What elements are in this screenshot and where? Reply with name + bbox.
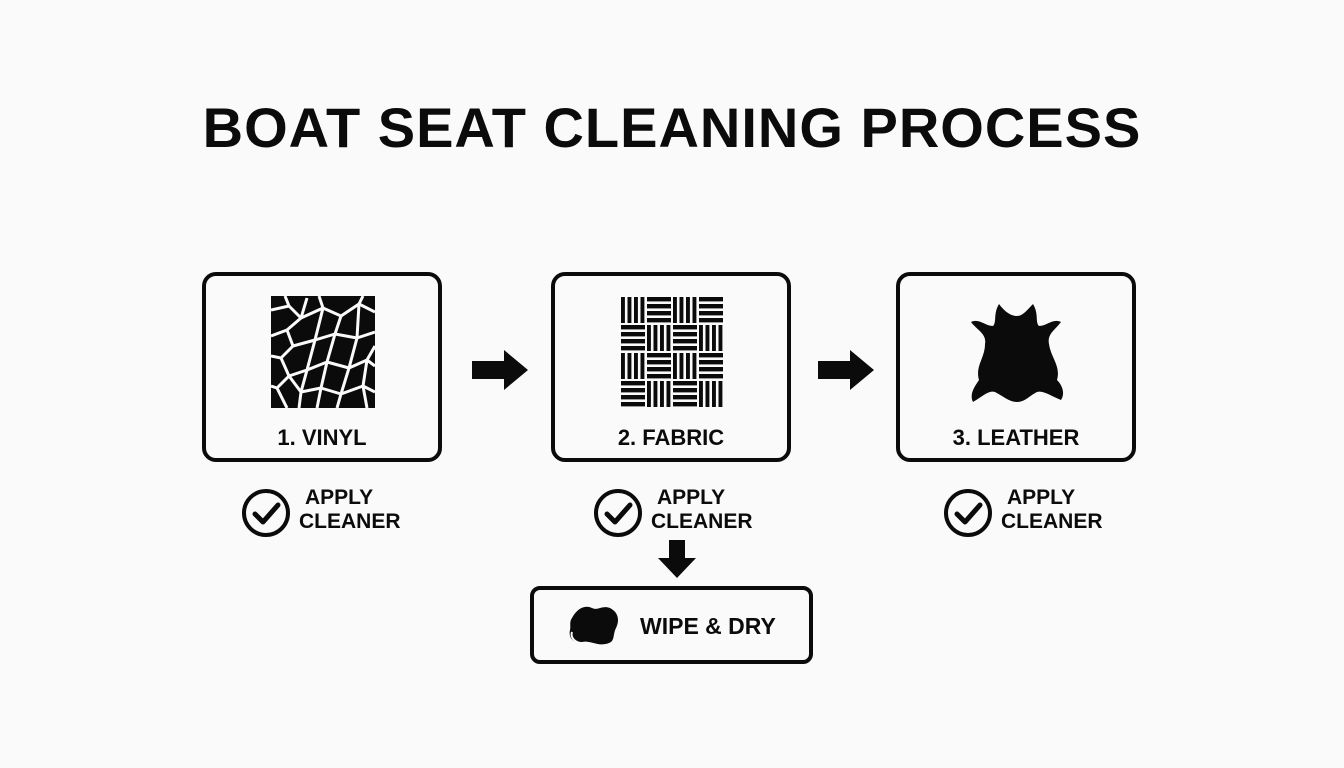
arrow-right-icon (816, 348, 876, 392)
fabric-weave-icon (620, 296, 724, 408)
apply-text-line1: APPLY (657, 486, 726, 509)
arrow-right-icon (470, 348, 530, 392)
step-label-leather: 3. LEATHER (952, 425, 1080, 450)
leather-hide-icon (965, 296, 1069, 408)
wipe-and-dry-card: WIPE & DRY (530, 586, 813, 664)
step-vinyl-card: 1. VINYL (202, 272, 442, 462)
apply-cleaner-label: APPLY CLEANER (299, 486, 409, 534)
step-label-fabric: 2. FABRIC (617, 425, 725, 450)
page-title: BOAT SEAT CLEANING PROCESS (202, 96, 1142, 159)
step-fabric-card: 2. FABRIC (551, 272, 791, 462)
arrow-down-icon (656, 538, 698, 580)
apply-cleaner-label: APPLY CLEANER (651, 486, 761, 534)
step-label-vinyl: 1. VINYL (277, 425, 367, 450)
checkmark-circle-icon (943, 488, 993, 538)
apply-text-line2: CLEANER (651, 510, 753, 533)
apply-cleaner-label: APPLY CLEANER (1001, 486, 1111, 534)
step-leather-card: 3. LEATHER (896, 272, 1136, 462)
checkmark-circle-icon (593, 488, 643, 538)
apply-text-line1: APPLY (1007, 486, 1076, 509)
checkmark-circle-icon (241, 488, 291, 538)
vinyl-texture-icon (271, 296, 375, 408)
apply-text-line2: CLEANER (299, 510, 401, 533)
sponge-icon (566, 602, 622, 648)
apply-text-line2: CLEANER (1001, 510, 1103, 533)
wipe-and-dry-label: WIPE & DRY (640, 613, 776, 639)
apply-text-line1: APPLY (305, 486, 374, 509)
